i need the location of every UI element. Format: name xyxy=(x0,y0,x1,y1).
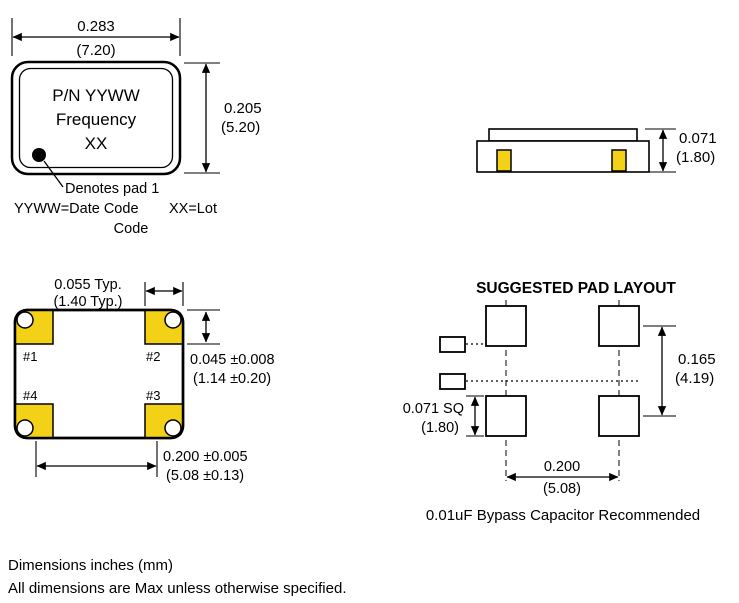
max-dimensions-note: All dimensions are Max unless otherwise … xyxy=(8,580,347,597)
pad-width-in-label: 0.055 Typ. xyxy=(54,277,121,293)
pad-layout-title: SUGGESTED PAD LAYOUT xyxy=(476,280,676,297)
pad-height-mm-label: (1.14 ±0.20) xyxy=(193,371,271,387)
side-pad-right xyxy=(611,149,627,172)
bottom-view: #1 #2 #4 #3 0.055 Typ. (1.40 Typ.) 0.045… xyxy=(13,277,275,484)
pad1-dot xyxy=(32,148,46,162)
side-view: 0.071 (1.80) xyxy=(476,128,717,173)
column-pitch-dimension: 0.200 (5.08) xyxy=(506,459,619,497)
part-marking-line2: Frequency xyxy=(56,110,137,129)
part-marking-line1: P/N YYWW xyxy=(52,86,140,105)
row-pitch-mm-label: (4.19) xyxy=(675,370,714,387)
pad-pitch-mm-label: (5.08 ±0.13) xyxy=(166,468,244,484)
thickness-dimension: 0.071 (1.80) xyxy=(645,128,717,173)
footer-notes: Dimensions inches (mm) All dimensions ar… xyxy=(8,557,347,597)
package-bottom-outline-overlay xyxy=(13,308,185,440)
pad-width-dimension: 0.055 Typ. (1.40 Typ.) xyxy=(53,277,184,310)
layout-pad-bottom-left xyxy=(485,395,527,437)
bypass-cap-note: 0.01uF Bypass Capacitor Recommended xyxy=(426,507,700,524)
lot-code-label: XX=Lot xyxy=(169,201,217,217)
bypass-cap-pad-top xyxy=(439,336,466,353)
pad-height-dimension: 0.045 ±0.008 (1.14 ±0.20) xyxy=(187,309,275,387)
row-pitch-in-label: 0.165 xyxy=(678,351,716,368)
pad1-leader-line xyxy=(43,160,64,188)
pad1-label: #1 xyxy=(23,349,37,364)
package-inner-outline xyxy=(18,67,174,169)
row-pitch-dimension: 0.165 (4.19) xyxy=(643,325,716,417)
pad-height-in-label: 0.045 ±0.008 xyxy=(190,352,275,368)
date-code-label: YYWW=Date Code xyxy=(14,201,139,217)
denotes-pad1-label: Denotes pad 1 xyxy=(65,181,159,197)
width-mm-label: (7.20) xyxy=(76,42,115,59)
package-lid xyxy=(488,128,638,142)
layout-pad-bottom-right xyxy=(598,395,640,437)
column-pitch-mm-label: (5.08) xyxy=(543,481,581,497)
pad-pitch-dimension: 0.200 ±0.005 (5.08 ±0.13) xyxy=(35,441,248,484)
column-pitch-in-label: 0.200 xyxy=(544,459,580,475)
castellation-notch xyxy=(16,419,34,437)
width-in-label: 0.283 xyxy=(77,18,115,35)
height-in-label: 0.205 xyxy=(224,100,262,117)
layout-pad-top-right xyxy=(598,305,640,347)
thickness-mm-label: (1.80) xyxy=(676,149,715,166)
bypass-cap-pad-bottom xyxy=(439,373,466,390)
lot-code-label-2: Code xyxy=(114,221,149,237)
top-view: P/N YYWW Frequency XX Denotes pad 1 YYWW… xyxy=(10,18,262,237)
pad-size-mm-label: (1.80) xyxy=(421,420,459,436)
castellation-notch xyxy=(164,311,182,329)
side-pad-left xyxy=(496,149,512,172)
part-marking-line3: XX xyxy=(85,134,108,153)
units-note: Dimensions inches (mm) xyxy=(8,557,173,574)
pad3-label: #3 xyxy=(146,388,160,403)
pad-pitch-in-label: 0.200 ±0.005 xyxy=(163,449,248,465)
pad-width-mm-label: (1.40 Typ.) xyxy=(53,294,122,310)
pad-size-dimension: 0.071 SQ (1.80) xyxy=(403,395,484,437)
castellation-notch xyxy=(16,311,34,329)
height-dimension: 0.205 (5.20) xyxy=(184,62,262,174)
castellation-notch xyxy=(164,419,182,437)
width-dimension: 0.283 (7.20) xyxy=(11,18,181,59)
thickness-in-label: 0.071 xyxy=(679,130,717,147)
pad-layout: SUGGESTED PAD LAYOUT 0.165 (4.19) 0.071 … xyxy=(403,280,716,524)
height-mm-label: (5.20) xyxy=(221,119,260,136)
pad-size-in-label: 0.071 SQ xyxy=(403,401,464,417)
package-outline xyxy=(10,60,182,176)
pad2-label: #2 xyxy=(146,349,160,364)
layout-pad-top-left xyxy=(485,305,527,347)
pad4-label: #4 xyxy=(23,388,37,403)
